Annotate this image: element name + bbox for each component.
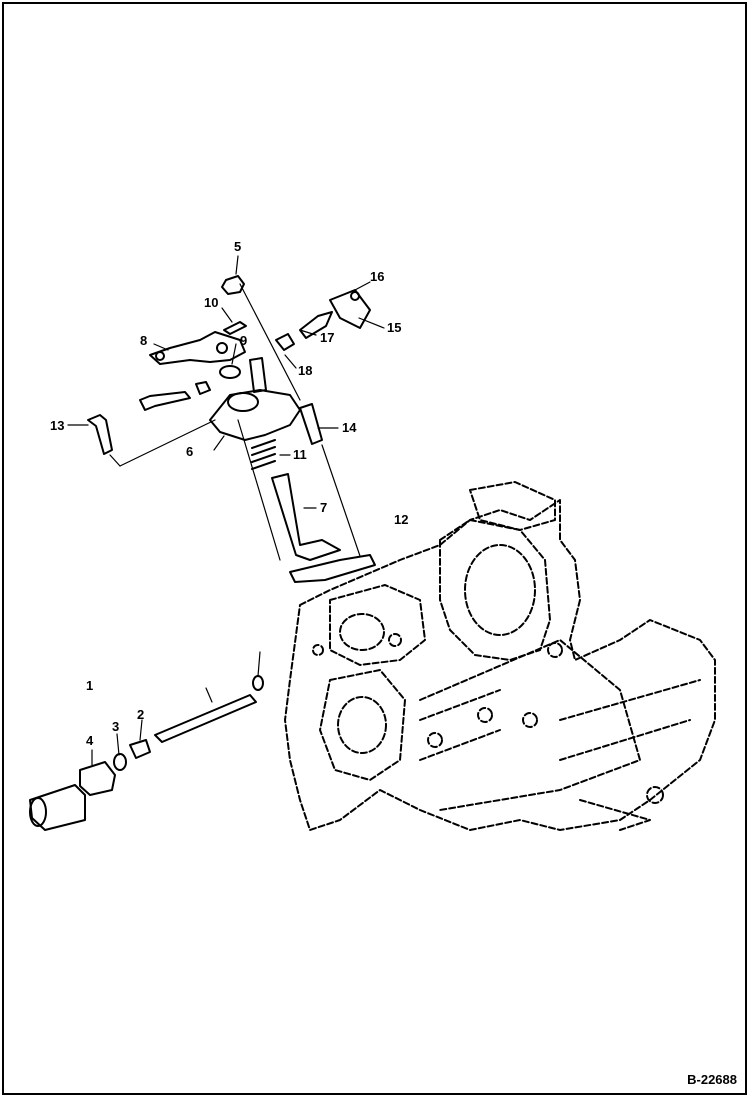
callout-16: 16 bbox=[370, 269, 384, 284]
callout-9: 9 bbox=[240, 333, 247, 348]
part-rod-1 bbox=[154, 694, 257, 743]
part-screw-17 bbox=[299, 311, 333, 339]
part-bolt bbox=[139, 391, 191, 411]
callout-1: 1 bbox=[86, 678, 93, 693]
callout-7: 7 bbox=[320, 500, 327, 515]
figure-reference: B-22688 bbox=[687, 1072, 737, 1087]
callout-15: 15 bbox=[387, 320, 401, 335]
callout-10: 10 bbox=[204, 295, 218, 310]
callout-labels: 1 2 3 4 5 6 7 8 9 10 11 12 13 14 15 16 1… bbox=[50, 239, 408, 748]
callout-18: 18 bbox=[298, 363, 312, 378]
callout-13: 13 bbox=[50, 418, 64, 433]
callout-3: 3 bbox=[112, 719, 119, 734]
callout-17: 17 bbox=[320, 330, 334, 345]
part-lever-8 bbox=[149, 331, 246, 365]
callout-12: 12 bbox=[394, 512, 408, 527]
part-gasket bbox=[289, 554, 376, 583]
callout-14: 14 bbox=[342, 420, 357, 435]
part-nut-5 bbox=[221, 275, 245, 295]
callout-4: 4 bbox=[86, 733, 94, 748]
part-nut-2 bbox=[129, 739, 151, 759]
part-nut-18 bbox=[275, 333, 295, 351]
part-cap-15 bbox=[329, 289, 371, 329]
part-washer-3 bbox=[113, 753, 127, 771]
part-washer-9 bbox=[219, 365, 241, 379]
part-clip-10 bbox=[223, 321, 247, 335]
callout-5: 5 bbox=[234, 239, 241, 254]
part-shaft-7 bbox=[271, 473, 341, 561]
part-stud-14 bbox=[299, 403, 323, 445]
part-nut-4 bbox=[79, 761, 116, 796]
part-bolt-13 bbox=[87, 414, 113, 455]
callout-8: 8 bbox=[140, 333, 147, 348]
callout-6: 6 bbox=[186, 444, 193, 459]
callout-11: 11 bbox=[293, 447, 307, 462]
part-spring-11 bbox=[251, 439, 276, 470]
part-solenoid-4 bbox=[29, 784, 86, 831]
part-pin-16 bbox=[350, 291, 360, 301]
engine-block bbox=[284, 481, 716, 831]
callout-2: 2 bbox=[137, 707, 144, 722]
